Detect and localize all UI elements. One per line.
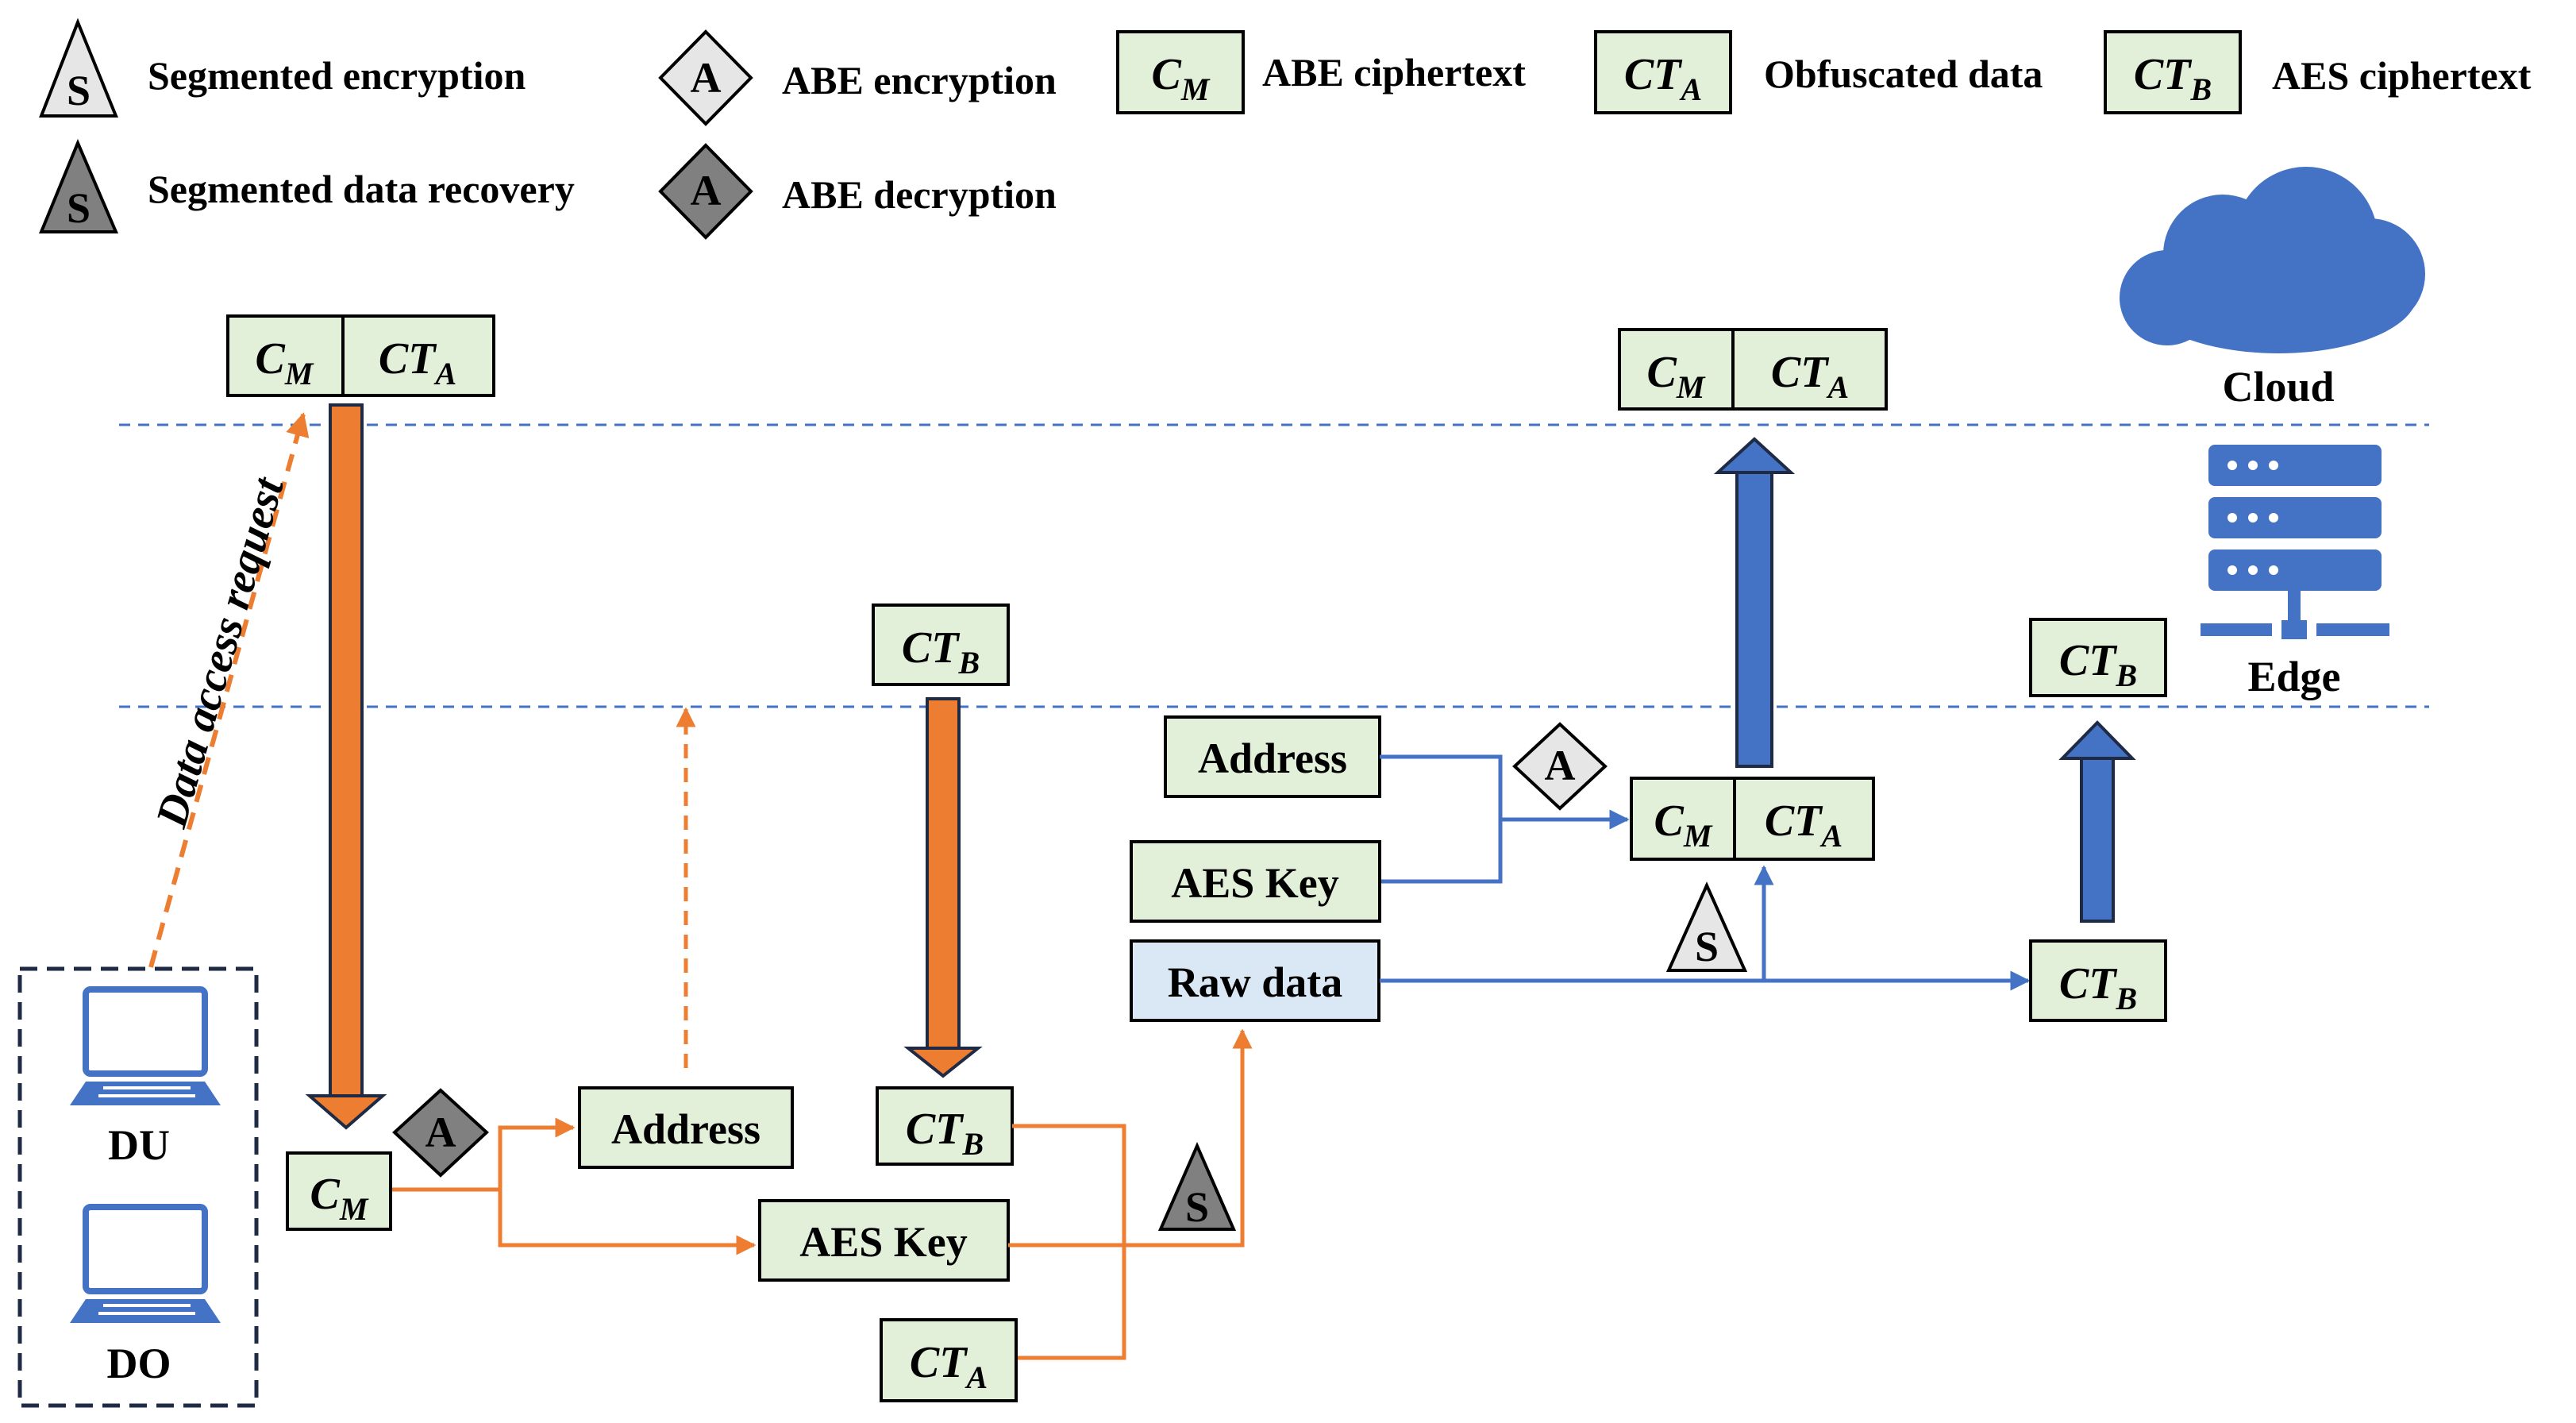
edge-cm-cta-pair: CM CTA	[1630, 777, 1875, 861]
cloud-icon	[2120, 167, 2425, 353]
do-computer-icon	[70, 1204, 221, 1323]
svg-text:CTB: CTB	[902, 623, 980, 681]
download-cm-arrow	[305, 403, 387, 1130]
svg-text:S: S	[1185, 1183, 1209, 1231]
data-access-request-label: Data access request	[147, 472, 294, 834]
legend-seg-rec: S Segmented data recovery	[39, 138, 575, 233]
cloud-label: Cloud	[2222, 363, 2334, 411]
local-ctb-box: CTB	[876, 1086, 1014, 1166]
svg-text:CTA: CTA	[1771, 348, 1849, 405]
svg-text:CM: CM	[1647, 348, 1706, 405]
svg-text:CTA: CTA	[1765, 796, 1842, 854]
svg-text:CM: CM	[310, 1170, 369, 1227]
svg-text:AES Key: AES Key	[799, 1218, 968, 1266]
abe-dec-diamond-icon	[392, 1088, 489, 1178]
seg-rec-triangle-icon	[1157, 1142, 1237, 1231]
edge-stored-ctb-box: CTB	[2029, 618, 2167, 697]
upload-ctb-arrow	[2058, 720, 2136, 923]
du-computer-icon	[70, 986, 221, 1105]
legend-cm-box	[1116, 30, 1245, 114]
abe-decryption-node: A	[392, 1088, 489, 1178]
seg-enc-triangle-icon	[1665, 881, 1748, 972]
enc-aeskey-box: AES Key	[1130, 840, 1381, 923]
legend-abe-enc-label: ABE encryption	[782, 58, 1057, 102]
seg-enc-symbol: S	[67, 67, 90, 114]
segmented-recovery-node: S	[1157, 1142, 1237, 1231]
legend-seg-enc-label: Segmented encryption	[148, 53, 526, 98]
abe-encryption-node: A	[1512, 722, 1608, 811]
user-devices-frame	[17, 966, 259, 1408]
legend-cta-text: CTA	[1624, 50, 1702, 107]
seg-rec-triangle-icon	[39, 138, 119, 233]
abe-enc-diamond-icon	[658, 29, 753, 126]
svg-text:CTB: CTB	[2059, 636, 2137, 693]
uploaded-cm-cta-pair: CM CTA	[1618, 328, 1888, 411]
svg-text:CTA: CTA	[910, 1338, 988, 1395]
local-cta-box: CTA	[880, 1318, 1018, 1402]
svg-text:Address: Address	[611, 1105, 760, 1153]
seg-enc-triangle-icon	[39, 17, 118, 118]
legend-ctb-box	[2104, 30, 2242, 114]
abe-enc-diamond-icon	[1512, 722, 1608, 811]
recovery-to-rawdata-connector	[1008, 1028, 1253, 1248]
cm-to-address-connector	[392, 1117, 576, 1192]
decrypted-aeskey-box: AES Key	[758, 1199, 1010, 1282]
decrypted-address-box: Address	[578, 1086, 794, 1169]
abe-enc-symbol: A	[691, 54, 722, 102]
legend-cta-box	[1594, 30, 1732, 114]
legend-aes-ct-label: AES ciphertext	[2272, 53, 2532, 98]
abe-dec-diamond-icon	[658, 143, 753, 240]
cloud-group: Cloud	[2120, 167, 2425, 411]
enc-address-box: Address	[1164, 715, 1381, 798]
upload-cm-cta-arrow	[1713, 437, 1796, 768]
svg-text:Address: Address	[1198, 735, 1347, 782]
legend-obf-label: Obfuscated data	[1764, 52, 2043, 96]
cm-to-aeskey-connector	[498, 1190, 757, 1255]
svg-text:CTB: CTB	[2059, 959, 2137, 1016]
legend-ctb-text: CTB	[2134, 50, 2212, 107]
cloud-cta-text: CTA	[379, 334, 456, 391]
local-cm-box: CM	[286, 1151, 392, 1231]
data-access-request-arrow	[148, 412, 310, 968]
segmented-encryption-node: S	[1665, 881, 1748, 972]
download-ctb-arrow	[903, 697, 983, 1078]
legend-seg-enc: S Segmented encryption	[39, 17, 526, 118]
legend-obf: CTA Obfuscated data	[1594, 30, 2043, 114]
svg-text:A: A	[425, 1109, 456, 1156]
edge-group: Edge	[2201, 445, 2389, 700]
svg-text:Raw data: Raw data	[1168, 958, 1343, 1006]
legend-abe-dec-label: ABE decryption	[782, 172, 1057, 217]
legend-abe-ct-label: ABE ciphertext	[1262, 50, 1526, 94]
seg-rec-symbol: S	[67, 184, 90, 232]
legend-abe-ct: CM ABE ciphertext	[1116, 30, 1526, 114]
edge-server-icon	[2201, 445, 2389, 639]
du-device: DU	[70, 986, 221, 1169]
addr-key-merge-connector	[1380, 754, 1503, 884]
svg-text:CTB: CTB	[906, 1105, 984, 1162]
upload-ctb-box: CTB	[2029, 939, 2167, 1022]
legend-abe-dec: A ABE decryption	[658, 143, 1057, 240]
do-label: DO	[107, 1340, 171, 1387]
legend: S Segmented encryption S Segmented data …	[39, 17, 2532, 240]
ctb-cta-merge-connector	[1012, 1124, 1126, 1360]
do-device: DO	[70, 1204, 221, 1387]
raw-data-box: Raw data	[1130, 939, 1380, 1022]
du-label: DU	[108, 1121, 170, 1169]
svg-text:S: S	[1695, 923, 1719, 970]
svg-text:CM: CM	[1654, 796, 1713, 854]
abe-dec-symbol: A	[691, 167, 722, 214]
legend-abe-enc: A ABE encryption	[658, 29, 1057, 126]
legend-seg-rec-label: Segmented data recovery	[148, 167, 575, 211]
edge-ctb-box: CTB	[872, 604, 1010, 686]
svg-text:A: A	[1545, 742, 1576, 789]
edge-label: Edge	[2247, 653, 2340, 700]
svg-text:AES Key: AES Key	[1171, 859, 1339, 907]
legend-aes-ct: CTB AES ciphertext	[2104, 30, 2532, 114]
legend-cm-text: CM	[1152, 50, 1211, 107]
cloud-cm-text: CM	[256, 334, 314, 391]
cloud-cm-cta-pair: CM CTA	[226, 314, 495, 397]
